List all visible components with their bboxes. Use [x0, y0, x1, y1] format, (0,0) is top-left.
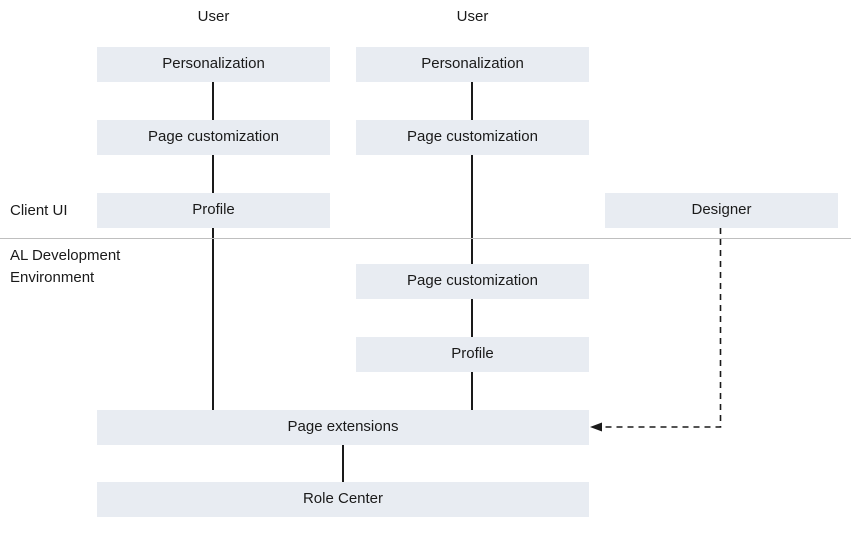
- node-personalization-left[interactable]: Personalization: [97, 47, 330, 82]
- node-page-extensions[interactable]: Page extensions: [97, 410, 589, 445]
- node-personalization-right[interactable]: Personalization: [356, 47, 589, 82]
- node-page-customization-left[interactable]: Page customization: [97, 120, 330, 155]
- node-designer[interactable]: Designer: [605, 193, 838, 228]
- arrowhead-icon: [590, 422, 602, 432]
- connector-profile-dev-to-page-extensions: [471, 371, 473, 412]
- connector-page-customization-dev-to-profile-dev: [471, 298, 473, 339]
- zone-label-al-development-environment: AL Development Environment: [10, 247, 121, 286]
- connector-page-customization-right-to-page-customization-dev: [471, 153, 473, 265]
- zone-divider: [0, 238, 851, 239]
- zone-label-client-ui: Client UI: [10, 202, 68, 219]
- connector-personalization-right-to-page-customization-right: [471, 82, 473, 122]
- node-page-customization-right[interactable]: Page customization: [356, 120, 589, 155]
- connector-page-customization-left-to-profile-left: [212, 153, 214, 195]
- caption-user-right: User: [456, 8, 489, 25]
- node-profile-left[interactable]: Profile: [97, 193, 330, 228]
- connector-profile-left-to-page-extensions: [212, 226, 214, 412]
- node-profile-dev[interactable]: Profile: [356, 337, 589, 372]
- node-page-customization-dev[interactable]: Page customization: [356, 264, 589, 299]
- connector-personalization-left-to-page-customization-left: [212, 82, 214, 122]
- caption-user-left: User: [197, 8, 230, 25]
- connector-page-extensions-to-role-center: [342, 443, 344, 483]
- node-role-center[interactable]: Role Center: [97, 482, 589, 517]
- connector-designer-to-page-extensions: [600, 228, 722, 428]
